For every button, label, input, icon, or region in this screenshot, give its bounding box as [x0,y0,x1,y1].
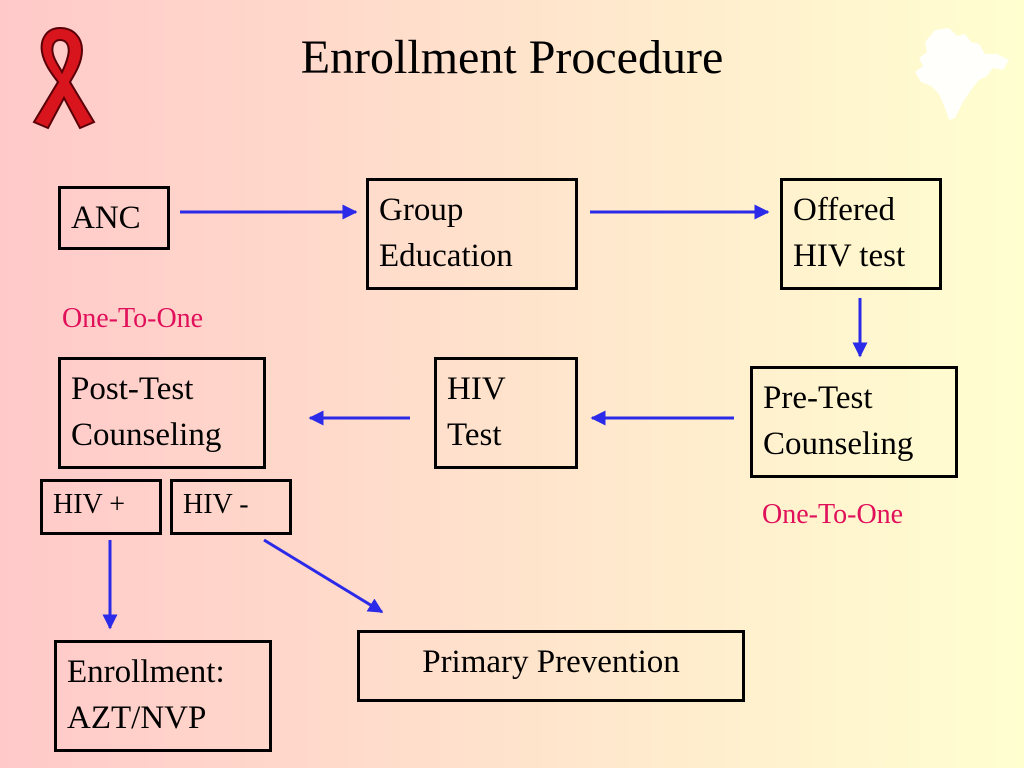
enrollment-line2: AZT/NVP [67,700,207,736]
one-to-one-note-right: One-To-One [762,499,904,530]
enrollment-line1: Enrollment: [67,654,225,690]
enrollment-box: Enrollment: AZT/NVP [54,640,272,752]
group-education-line2: Education [379,238,513,274]
anc-label: ANC [71,200,141,236]
offered-hiv-test-box: Offered HIV test [780,178,942,290]
post-test-counseling-line1: Post-Test [71,371,194,407]
post-test-counseling-line2: Counseling [71,417,222,453]
pre-test-counseling-box: Pre-Test Counseling [750,366,958,478]
one-to-one-note-top: One-To-One [62,303,204,334]
hiv-negative-label: HIV - [183,489,249,520]
hiv-positive-box: HIV + [40,479,162,535]
anc-box: ANC [58,186,170,250]
hiv-test-line2: Test [447,417,502,453]
post-test-counseling-box: Post-Test Counseling [58,357,266,469]
primary-prevention-label: Primary Prevention [422,644,680,680]
hiv-test-line1: HIV [447,371,506,407]
primary-prevention-box: Primary Prevention [357,630,745,702]
pre-test-counseling-line1: Pre-Test [763,380,873,416]
pre-test-counseling-line2: Counseling [763,426,914,462]
hiv-positive-label: HIV + [53,489,126,520]
india-map-icon [915,28,1009,120]
hiv-negative-box: HIV - [170,479,292,535]
arrow-hiv-negative-to-primary-prevention [263,538,384,614]
page-title: Enrollment Procedure [300,31,724,84]
red-ribbon-icon [32,26,96,130]
offered-hiv-test-line1: Offered [793,192,895,228]
group-education-box: Group Education [366,178,578,290]
offered-hiv-test-line2: HIV test [793,238,906,274]
group-education-line1: Group [379,192,464,228]
hiv-test-box: HIV Test [434,357,578,469]
